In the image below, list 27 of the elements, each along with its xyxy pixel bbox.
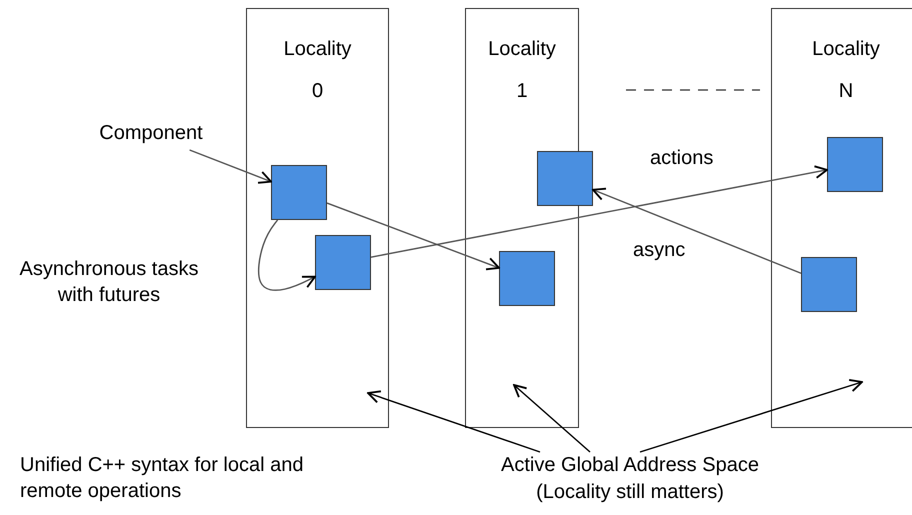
arrow <box>370 165 828 258</box>
leader-arrow <box>367 390 540 453</box>
locality-box <box>465 8 579 428</box>
locality-index: 0 <box>310 79 324 103</box>
leader-arrow <box>640 379 863 453</box>
note-text: Asynchronous tasks with futures <box>18 257 200 308</box>
component-square <box>314 234 370 290</box>
leader-arrow <box>513 384 590 453</box>
locality-box <box>771 8 912 428</box>
locality-index: N <box>838 79 854 103</box>
component-square <box>800 256 856 312</box>
note-text: Unified C++ syntax for local and remote operations <box>20 453 304 504</box>
locality-title: Locality <box>487 37 557 61</box>
arrow <box>592 188 802 274</box>
component-square <box>270 164 326 220</box>
annotation-text: Component <box>98 121 204 146</box>
arrow <box>258 220 316 291</box>
locality-title: Locality <box>811 37 881 61</box>
locality-title: Locality <box>282 37 352 61</box>
component-square <box>498 250 554 306</box>
annotation-text: Active Global Address Space (Locality still matters) <box>500 453 760 505</box>
arrow <box>326 202 500 270</box>
locality-index: 1 <box>515 79 529 103</box>
component-square <box>537 151 593 206</box>
arrow <box>189 149 272 184</box>
component-square <box>826 136 882 192</box>
locality-box <box>246 8 389 428</box>
